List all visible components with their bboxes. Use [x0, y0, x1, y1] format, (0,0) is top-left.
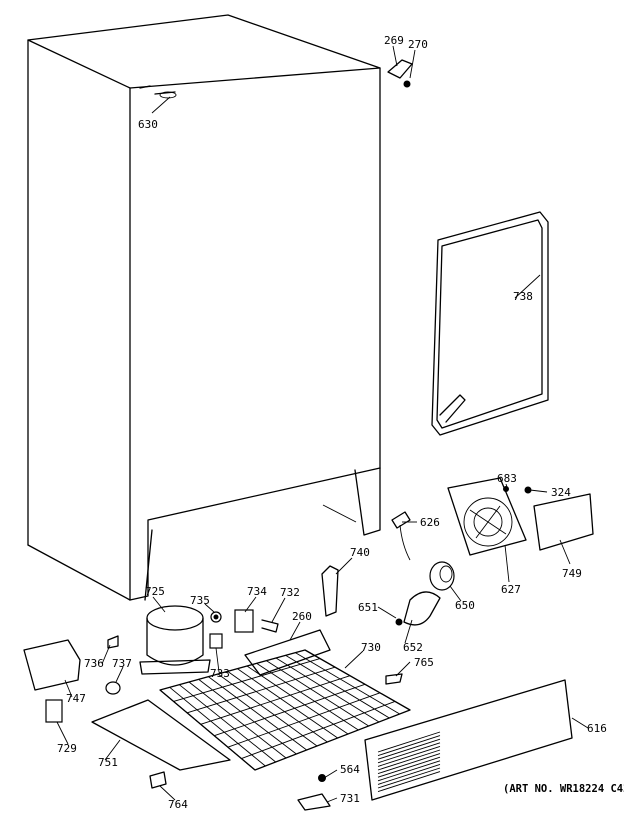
callout-740: 740	[350, 546, 370, 559]
callout-732: 732	[280, 586, 300, 599]
callout-616: 616	[587, 722, 607, 735]
callout-650: 650	[455, 599, 475, 612]
callout-270: 270	[408, 38, 428, 51]
callout-737: 737	[112, 657, 132, 670]
callout-260: 260	[292, 610, 312, 623]
coil-tube	[198, 678, 297, 755]
part-725-compressor	[139, 605, 211, 675]
coil-wire	[187, 666, 336, 714]
part-740-component	[321, 565, 339, 617]
callout-765: 765	[414, 656, 434, 669]
coil-wire	[214, 683, 366, 737]
coil-tube	[227, 670, 328, 743]
callout-749: 749	[562, 567, 582, 580]
coil-wire	[241, 701, 396, 759]
coil-tube	[246, 665, 349, 735]
coil-tube	[304, 649, 411, 711]
grille-slot	[377, 767, 441, 789]
part-765-clip	[385, 673, 403, 685]
part-626-sensor	[391, 511, 411, 561]
grille-slot	[377, 731, 441, 753]
callout-630: 630	[138, 118, 158, 131]
part-564-screw	[318, 774, 326, 782]
cabinet	[27, 14, 381, 601]
callout-764: 764	[168, 798, 188, 811]
part-764-fastener	[149, 771, 167, 789]
grille-slot	[377, 738, 441, 760]
callout-269: 269	[384, 34, 404, 47]
part-734-relay	[234, 609, 279, 633]
coil-tube	[208, 676, 307, 751]
callout-626: 626	[420, 516, 440, 529]
coil-tube	[237, 668, 338, 739]
grille-slot	[377, 742, 441, 764]
callout-733: 733	[210, 667, 230, 680]
callout-652: 652	[403, 641, 423, 654]
grille-slot	[377, 735, 441, 757]
part-651-fan-blade	[395, 591, 441, 626]
part-738-frame	[431, 211, 549, 436]
part-730-condenser	[159, 629, 411, 771]
grille-slot	[377, 753, 441, 775]
callout-627: 627	[501, 583, 521, 596]
callout-725: 725	[145, 585, 165, 598]
callout-751: 751	[98, 756, 118, 769]
callout-564: 564	[340, 763, 360, 776]
callout-730: 730	[361, 641, 381, 654]
grille-slot	[377, 756, 441, 778]
callout-735: 735	[190, 594, 210, 607]
callout-736: 736	[84, 657, 104, 670]
coil-tube	[188, 681, 287, 759]
art-number: (ART NO. WR18224 C42	[503, 783, 624, 795]
part-751-base-pan	[91, 699, 231, 771]
coil-tube	[256, 662, 359, 731]
leader-lines	[56, 45, 589, 803]
coil-tube	[217, 673, 318, 747]
callout-729: 729	[57, 742, 77, 755]
coil-wire	[200, 675, 351, 725]
coil-wire	[227, 692, 381, 748]
coil-wire	[173, 658, 321, 702]
part-747-bracket	[23, 639, 81, 723]
grille-slot	[377, 771, 441, 793]
part-736-737-fasteners	[105, 635, 121, 695]
grille-slot	[377, 745, 441, 767]
coil-tube	[295, 652, 400, 715]
callout-734: 734	[247, 585, 267, 598]
callout-747: 747	[66, 692, 86, 705]
coil-tube	[266, 660, 369, 727]
coil-tube	[285, 654, 390, 719]
grille-slot	[377, 760, 441, 782]
callout-labels: 269 270 630 738 683 324 626 740 627 749 …	[57, 34, 607, 811]
part-650-motor	[429, 561, 455, 591]
part-735-grommet	[209, 611, 223, 649]
part-269-bracket	[387, 59, 413, 88]
part-731-clip	[297, 793, 331, 811]
grille-slot	[377, 763, 441, 785]
part-616-grille	[364, 679, 573, 801]
coil-tube	[169, 686, 266, 767]
coil-tube	[275, 657, 380, 723]
callout-731: 731	[340, 792, 360, 805]
callout-738: 738	[513, 290, 533, 303]
callout-683: 683	[497, 472, 517, 485]
callout-324: 324	[551, 486, 571, 499]
callout-651: 651	[358, 601, 378, 614]
part-627-fan-shroud	[447, 477, 527, 556]
grille-slot	[377, 749, 441, 771]
coil-tube	[179, 684, 276, 763]
coil-tube	[159, 689, 256, 771]
